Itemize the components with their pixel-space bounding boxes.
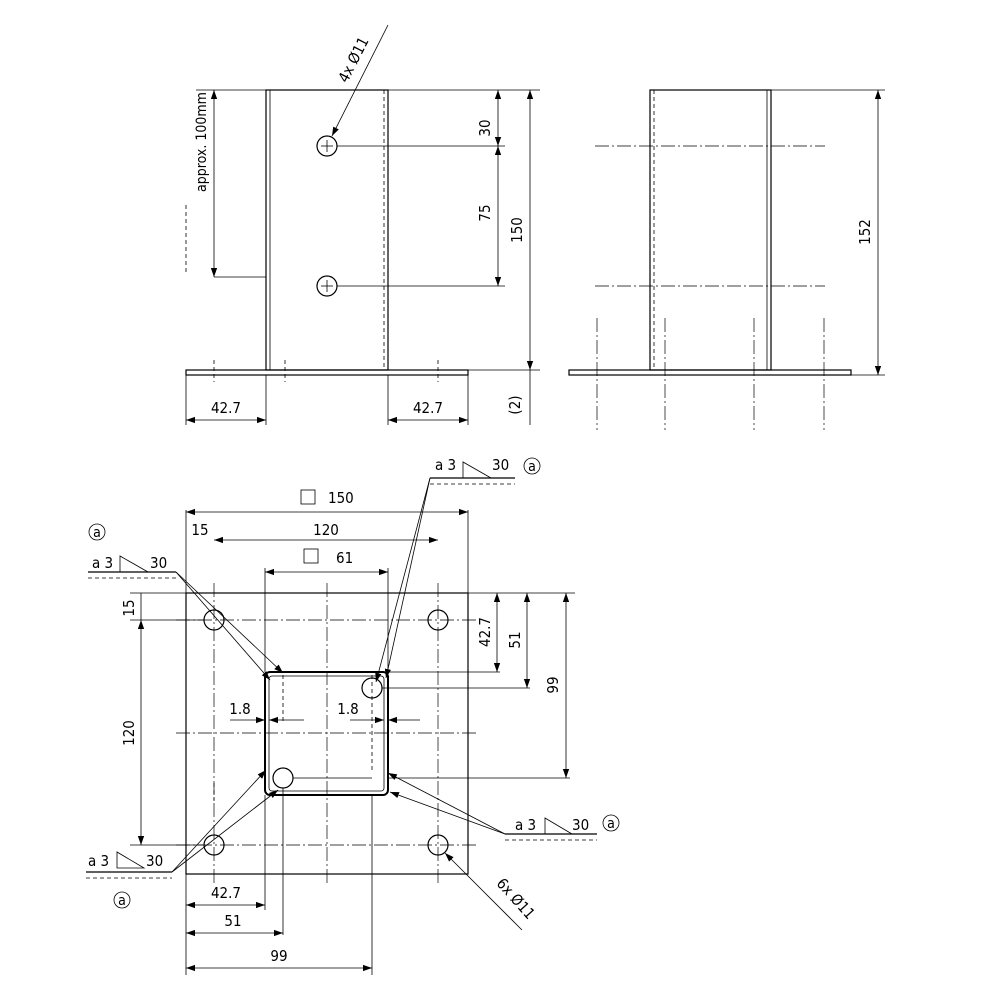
weld-symbol-bottom-left: a 3 30 a (86, 769, 279, 909)
weld-symbol-right: a 3 30 a (387, 772, 620, 841)
plan-hole-tr (427, 609, 449, 631)
dim-150-label: 150 (508, 217, 526, 243)
front-hole-leader (331, 24, 389, 137)
front-hole-callout: 4x Ø11 (334, 34, 372, 86)
dim-427-bottom-label: 42.7 (211, 884, 241, 902)
weld-tr-arrow-a (375, 477, 431, 683)
weld-bl-arrow-b (171, 789, 279, 873)
front-base-plate (185, 369, 469, 376)
plan-hole-callout: 6x Ø11 (493, 875, 539, 923)
weld-r-fillet-icon (544, 817, 574, 835)
weld-bl-mark-circle (113, 891, 131, 909)
dim-120-top-label: 120 (313, 521, 339, 539)
weld-r-arrow-b (389, 791, 506, 835)
plan-view: 150 120 15 61 15 120 42.7 51 99 (120, 489, 575, 975)
side-view: 152 (568, 89, 885, 430)
dim-427-right-label: 42.7 (476, 617, 494, 647)
plan-tube-hole-upper (361, 677, 383, 699)
weld-r-arrow-a (387, 772, 506, 835)
plan-tube-outer (264, 671, 389, 796)
weld-tr-length: 30 (492, 456, 509, 474)
weld-symbol-top-left: a a 3 30 (88, 523, 284, 681)
dim-51-bottom-label: 51 (224, 912, 241, 930)
weld-r-length: 30 (572, 816, 589, 834)
weld-tl-mark: a (93, 525, 101, 541)
dim-right-427-label: 42.7 (413, 399, 443, 417)
weld-bl-size: a 3 (88, 852, 109, 870)
plan-tube-hole-lower (272, 767, 294, 789)
front-view: 30 75 150 (2) approx. 100mm 4x Ø11 42.7 … (185, 24, 540, 425)
weld-tl-arrow-a (175, 571, 284, 674)
dim-51-right-label: 51 (506, 631, 524, 648)
dim-left-427-label: 42.7 (211, 399, 241, 417)
weld-tl-fillet-icon (119, 555, 150, 573)
dim-120-left-label: 120 (120, 720, 138, 746)
plan-hole-leader (444, 852, 523, 931)
dim-15-top-label: 15 (191, 521, 208, 539)
side-tube-body (649, 89, 772, 371)
weld-tl-mark-circle (88, 523, 106, 541)
weld-tr-arrow-b (384, 477, 431, 679)
front-tube-body (265, 89, 389, 371)
weld-bl-length: 30 (146, 852, 163, 870)
weld-tr-fillet-icon (462, 461, 493, 479)
weld-bl-mark: a (118, 893, 126, 909)
dim-99-right-label: 99 (544, 676, 562, 693)
weld-tr-mark-circle (523, 457, 541, 475)
square-61-label: 61 (336, 549, 353, 567)
square-150-symbol (300, 489, 316, 505)
square-61-symbol (303, 548, 319, 564)
weld-r-mark-circle (602, 814, 620, 832)
plan-hole-br (427, 834, 449, 856)
dim-18-left-label: 1.8 (229, 700, 250, 718)
weld-r-size: a 3 (515, 816, 536, 834)
plan-tube-inner (268, 675, 385, 792)
square-150-label: 150 (328, 489, 354, 507)
side-base-plate (568, 369, 852, 376)
weld-r-mark: a (607, 816, 615, 832)
dim-99-bottom-label: 99 (270, 947, 287, 965)
weld-tr-size: a 3 (435, 456, 456, 474)
weld-tr-mark: a (528, 459, 536, 475)
approx-100mm-label: approx. 100mm (194, 92, 210, 192)
weld-tl-length: 30 (150, 554, 167, 572)
dim-15-left-label: 15 (120, 599, 138, 616)
weld-tl-arrow-b (175, 571, 271, 681)
weld-bl-fillet-icon (116, 851, 146, 869)
dim-75-label: 75 (476, 204, 494, 221)
weld-tl-size: a 3 (92, 554, 113, 572)
thickness-label: (2) (506, 395, 524, 414)
dim-30-label: 30 (476, 119, 494, 136)
weld-symbol-top-right: a 3 30 a (375, 456, 541, 683)
dim-18-right-label: 1.8 (337, 700, 358, 718)
weld-bl-arrow-a (171, 769, 267, 873)
dim-152-label: 152 (856, 219, 874, 245)
